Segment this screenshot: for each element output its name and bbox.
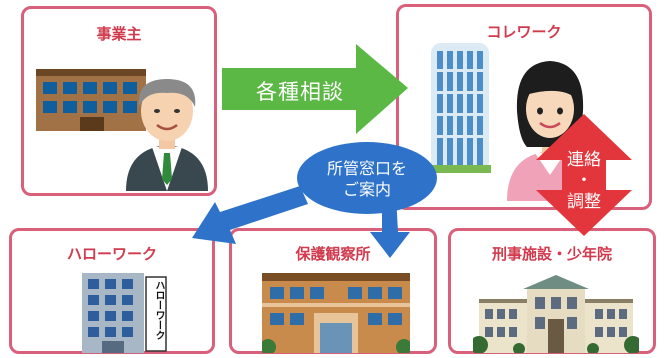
probation-office-icon	[262, 273, 410, 353]
employer-title: 事業主	[96, 25, 142, 43]
hellowork-box: ハローワーク ハローワーク	[9, 228, 215, 354]
hellowork-sign: ハローワーク	[153, 280, 164, 340]
employer-box: 事業主	[21, 6, 217, 196]
correctional-box: 刑事施設・少年院	[448, 228, 656, 354]
consult-label: 各種相談	[256, 80, 344, 104]
hellowork-building-icon	[82, 273, 167, 353]
correctional-facility-icon	[473, 275, 639, 353]
hellowork-title: ハローワーク	[66, 245, 157, 263]
liaison-label: 連絡 ・ 調整	[556, 150, 612, 213]
guidance-label-line2: ご案内	[342, 180, 391, 199]
businessman-icon	[126, 79, 208, 191]
colework-box: コレワーク	[396, 4, 652, 210]
probation-box: 保護観察所	[229, 228, 437, 354]
guidance-label-line1: 所管窓口を	[326, 159, 407, 178]
guidance-label: 所管窓口を ご案内	[302, 158, 432, 200]
office-building-icon	[36, 69, 146, 131]
tower-building-icon	[429, 43, 491, 173]
liaison-arrow	[536, 114, 632, 236]
woman-staff-icon	[507, 61, 593, 201]
consult-arrow	[222, 44, 408, 134]
probation-title: 保護観察所	[295, 245, 371, 263]
guidance-arrow-left	[192, 186, 308, 244]
liaison-label-dot: ・	[575, 171, 593, 191]
guidance-bubble	[297, 142, 437, 214]
liaison-label-line1: 連絡	[567, 150, 601, 170]
guidance-arrow-down	[370, 196, 410, 258]
liaison-label-line2: 調整	[567, 192, 601, 212]
correctional-title: 刑事施設・少年院	[491, 245, 612, 263]
colework-title: コレワーク	[486, 23, 562, 41]
